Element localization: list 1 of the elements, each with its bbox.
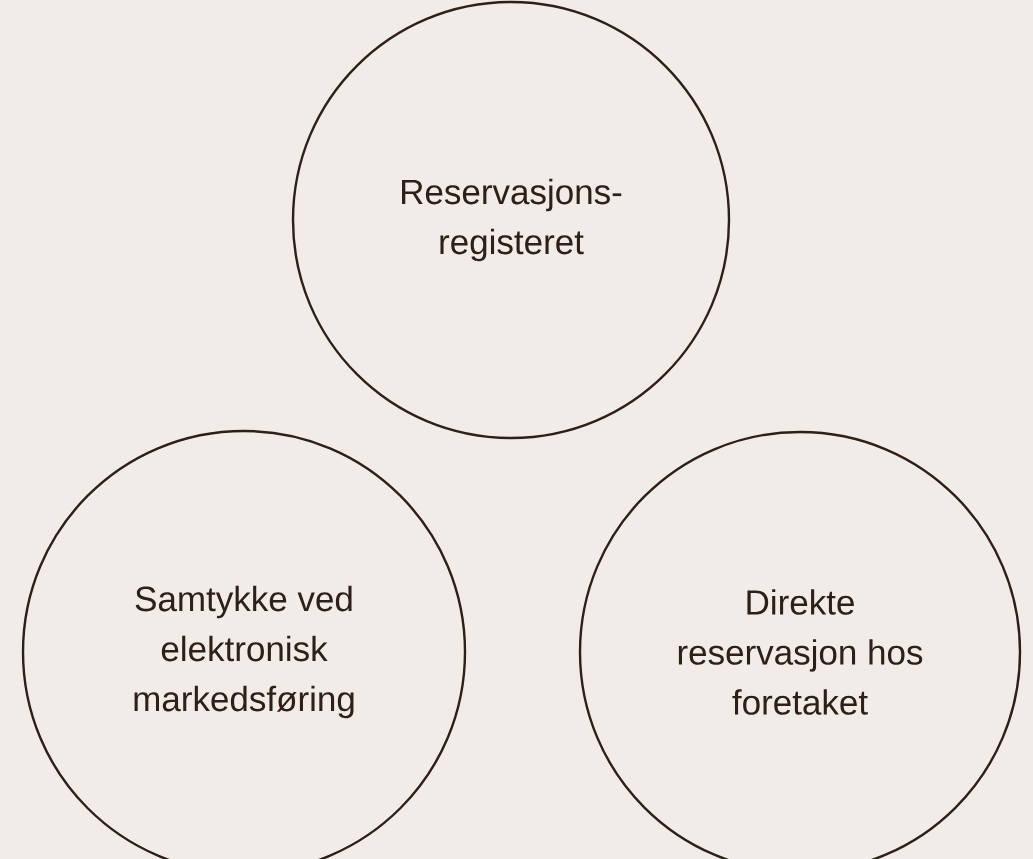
circle-node: Reservasjons- registeret — [291, 0, 731, 440]
